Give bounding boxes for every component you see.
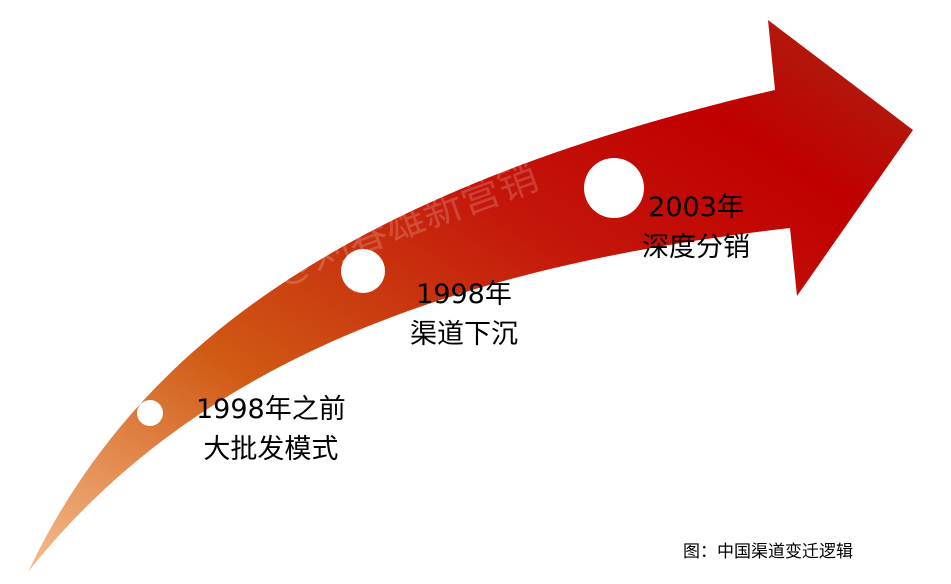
- milestone-label: 渠道下沉: [410, 319, 518, 350]
- milestone-dot-2: [341, 249, 385, 293]
- milestone-1: 1998年之前 大批发模式: [196, 390, 346, 470]
- milestone-year: 1998年: [416, 279, 512, 310]
- milestone-dot-1: [137, 400, 163, 426]
- milestone-year: 1998年之前: [196, 394, 346, 425]
- milestone-2: 1998年 渠道下沉: [410, 275, 518, 355]
- milestone-3: 2003年 深度分销: [642, 188, 750, 268]
- growth-arrow: [28, 20, 913, 572]
- figure-caption: 图：中国渠道变迁逻辑: [683, 542, 853, 562]
- milestone-label: 大批发模式: [203, 434, 339, 465]
- milestone-dot-3: [584, 158, 644, 218]
- milestone-label: 深度分销: [642, 232, 750, 263]
- milestone-year: 2003年: [648, 192, 744, 223]
